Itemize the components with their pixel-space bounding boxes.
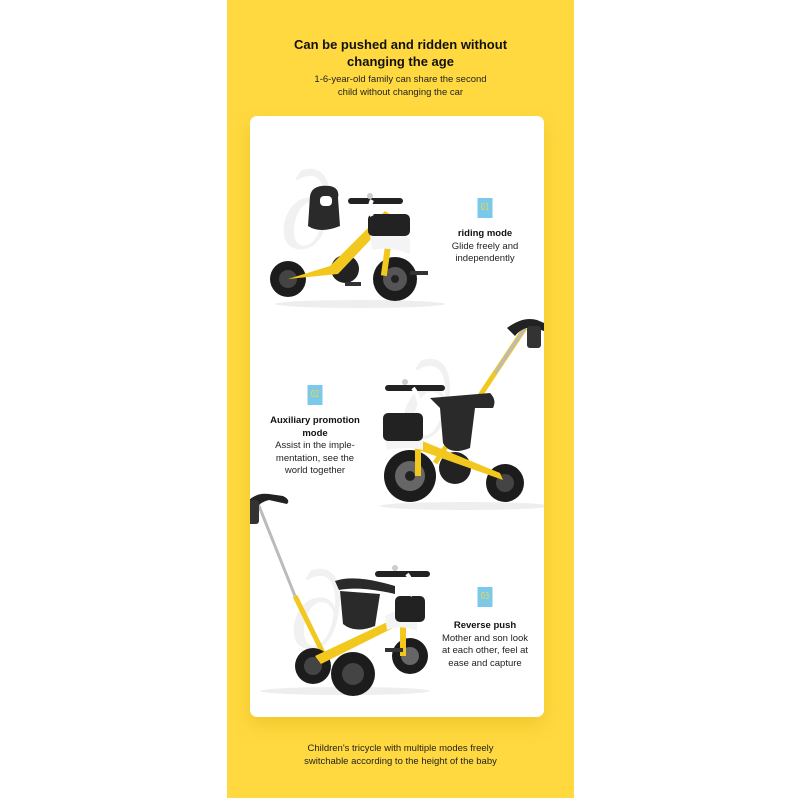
mode-03-desc-line: at each other, feel at <box>441 645 529 656</box>
tricycle-riding-mode-image <box>270 185 445 308</box>
mode-02-desc-line: world together <box>284 465 346 476</box>
mode-01-desc-line: Glide freely and <box>451 240 519 252</box>
footer-caption: Children's tricycle with multiple modes … <box>227 742 574 768</box>
mode-03-title: Reverse push <box>453 620 517 631</box>
product-panel: Can be pushed and ridden without changin… <box>227 0 574 798</box>
mode-01-text: riding mode Glide freely and independent… <box>430 228 540 266</box>
mode-01-title: riding mode <box>457 228 513 239</box>
mode-02-text: Auxiliary promotion mode Assist in the i… <box>255 415 375 478</box>
tricycle-reverse-push-mode-image <box>250 493 430 696</box>
subheadline-line-1: 1-6-year-old family can share the second <box>314 74 487 85</box>
mode-03-badge: 03 <box>477 587 493 607</box>
mode-01-desc-line: independently <box>455 253 515 264</box>
mode-01-badge: 01 <box>477 198 493 218</box>
mode-02-desc-line: Assist in the imple- <box>275 440 355 451</box>
headline-line-1: Can be pushed and ridden without <box>293 37 508 52</box>
footer-line-1: Children's tricycle with multiple modes … <box>307 743 494 754</box>
subheadline: 1-6-year-old family can share the second… <box>227 73 574 99</box>
mode-03-text: Reverse push Mother and son look at each… <box>428 620 542 670</box>
mode-02-badge: 02 <box>307 385 323 405</box>
mode-03-desc-line: Mother and son look <box>441 632 529 644</box>
mode-03-desc-line: ease and capture <box>448 657 522 669</box>
mode-02-title: Auxiliary promotion <box>270 415 360 426</box>
modes-card: ∂ ∂ ∂ <box>250 116 544 717</box>
footer-line-2: switchable according to the height of th… <box>304 756 497 767</box>
headline: Can be pushed and ridden without changin… <box>227 36 574 70</box>
headline-line-2: changing the age <box>347 54 454 69</box>
tricycle-push-handle-mode-image <box>380 319 544 510</box>
mode-02-desc-line: mentation, see the <box>275 452 355 464</box>
mode-02-title: mode <box>302 427 328 439</box>
subheadline-line-2: child without changing the car <box>337 87 464 98</box>
